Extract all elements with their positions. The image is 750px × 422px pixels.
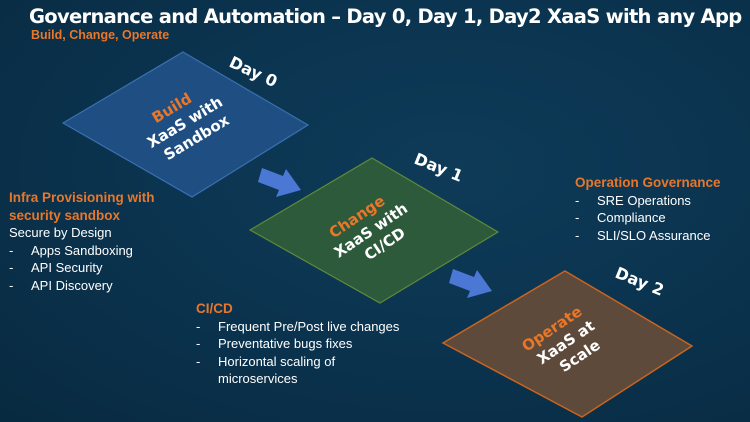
infra-provisioning-block: Infra Provisioning with security sandbox… <box>9 189 155 294</box>
cicd-heading: CI/CD <box>196 301 233 316</box>
day1-label: Day 1 <box>412 149 466 186</box>
arrow-right-down-icon <box>258 168 301 197</box>
arrow-right-down-icon <box>449 269 492 298</box>
list-item: -Apps Sandboxing <box>9 242 133 258</box>
operate-diamond <box>441 270 694 418</box>
list-item-continuation: microservices <box>218 371 298 386</box>
list-item: -Compliance <box>575 210 666 225</box>
operation-governance-block: Operation Governance -SRE Operations -Co… <box>575 174 721 244</box>
list-item: -SLI/SLO Assurance <box>575 227 711 243</box>
list-item: -Frequent Pre/Post live changes <box>196 318 400 334</box>
list-item: -Preventative bugs fixes <box>196 336 353 351</box>
page-subtitle: Build, Change, Operate <box>31 28 170 42</box>
list-item: -API Security <box>9 260 103 275</box>
list-item: -SRE Operations <box>575 192 691 208</box>
change-diamond <box>248 157 500 304</box>
infra-heading-line1: Infra Provisioning with <box>9 190 155 205</box>
list-item: -API Discovery <box>9 277 113 293</box>
cicd-block: CI/CD -Frequent Pre/Post live changes -P… <box>196 300 399 388</box>
day2-label: Day 2 <box>613 263 667 300</box>
infra-heading-line2: security sandbox <box>9 207 121 223</box>
page-title: Governance and Automation – Day 0, Day 1… <box>29 5 742 28</box>
list-item: -Horizontal scaling of <box>196 353 336 369</box>
stage-build: Build XaaS with Sandbox Day 0 <box>61 51 310 198</box>
build-diamond <box>61 51 310 198</box>
infra-intro: Secure by Design <box>9 225 112 240</box>
ops-heading: Operation Governance <box>575 175 721 190</box>
